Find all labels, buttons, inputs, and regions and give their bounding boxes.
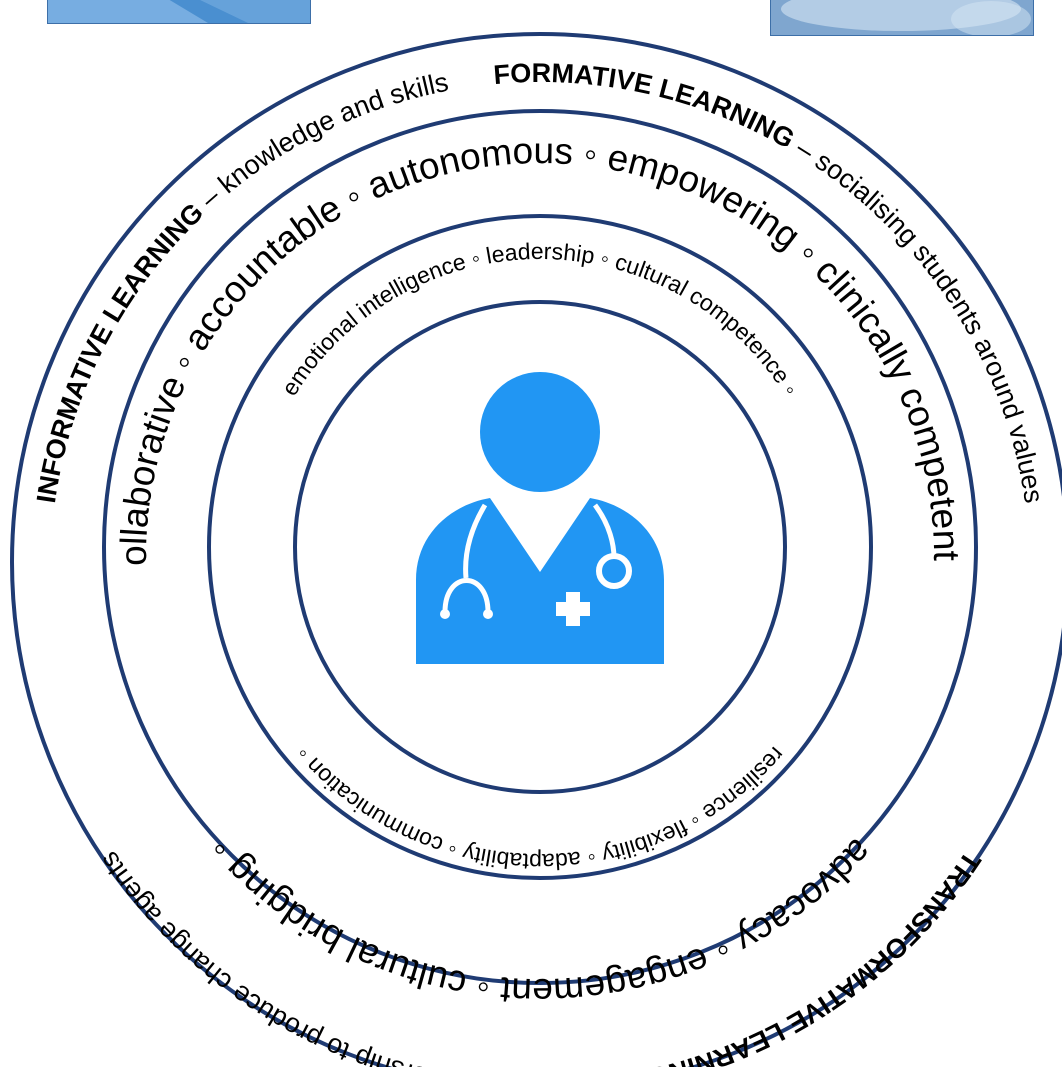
inner-ring-bottom-text: resilience ◦ flexibility ◦ adaptability …: [290, 742, 790, 875]
head-icon-part: [480, 372, 600, 492]
top-right-thumbnail: [770, 0, 1034, 36]
core-ring: [293, 300, 787, 794]
cross-horizontal: [556, 602, 590, 616]
middle-ring: [102, 109, 978, 985]
stethoscope-tube-left: [463, 503, 488, 579]
stethoscope-tip-left: [440, 609, 450, 619]
inner-ring: [207, 214, 873, 880]
top-right-thumbnail-image: [771, 0, 1033, 35]
stethoscope-chestpiece: [596, 553, 632, 589]
inner-ring-bottom-path: resilience ◦ flexibility ◦ adaptability …: [290, 742, 790, 875]
top-left-thumbnail-image: [48, 0, 310, 23]
outer-ring: [10, 32, 1062, 1067]
body-icon-part: [416, 498, 664, 664]
stethoscope-tip-right: [483, 609, 493, 619]
stethoscope-earpiece: [442, 578, 491, 613]
top-left-thumbnail: [47, 0, 311, 24]
health-professional-icon: [416, 372, 664, 664]
